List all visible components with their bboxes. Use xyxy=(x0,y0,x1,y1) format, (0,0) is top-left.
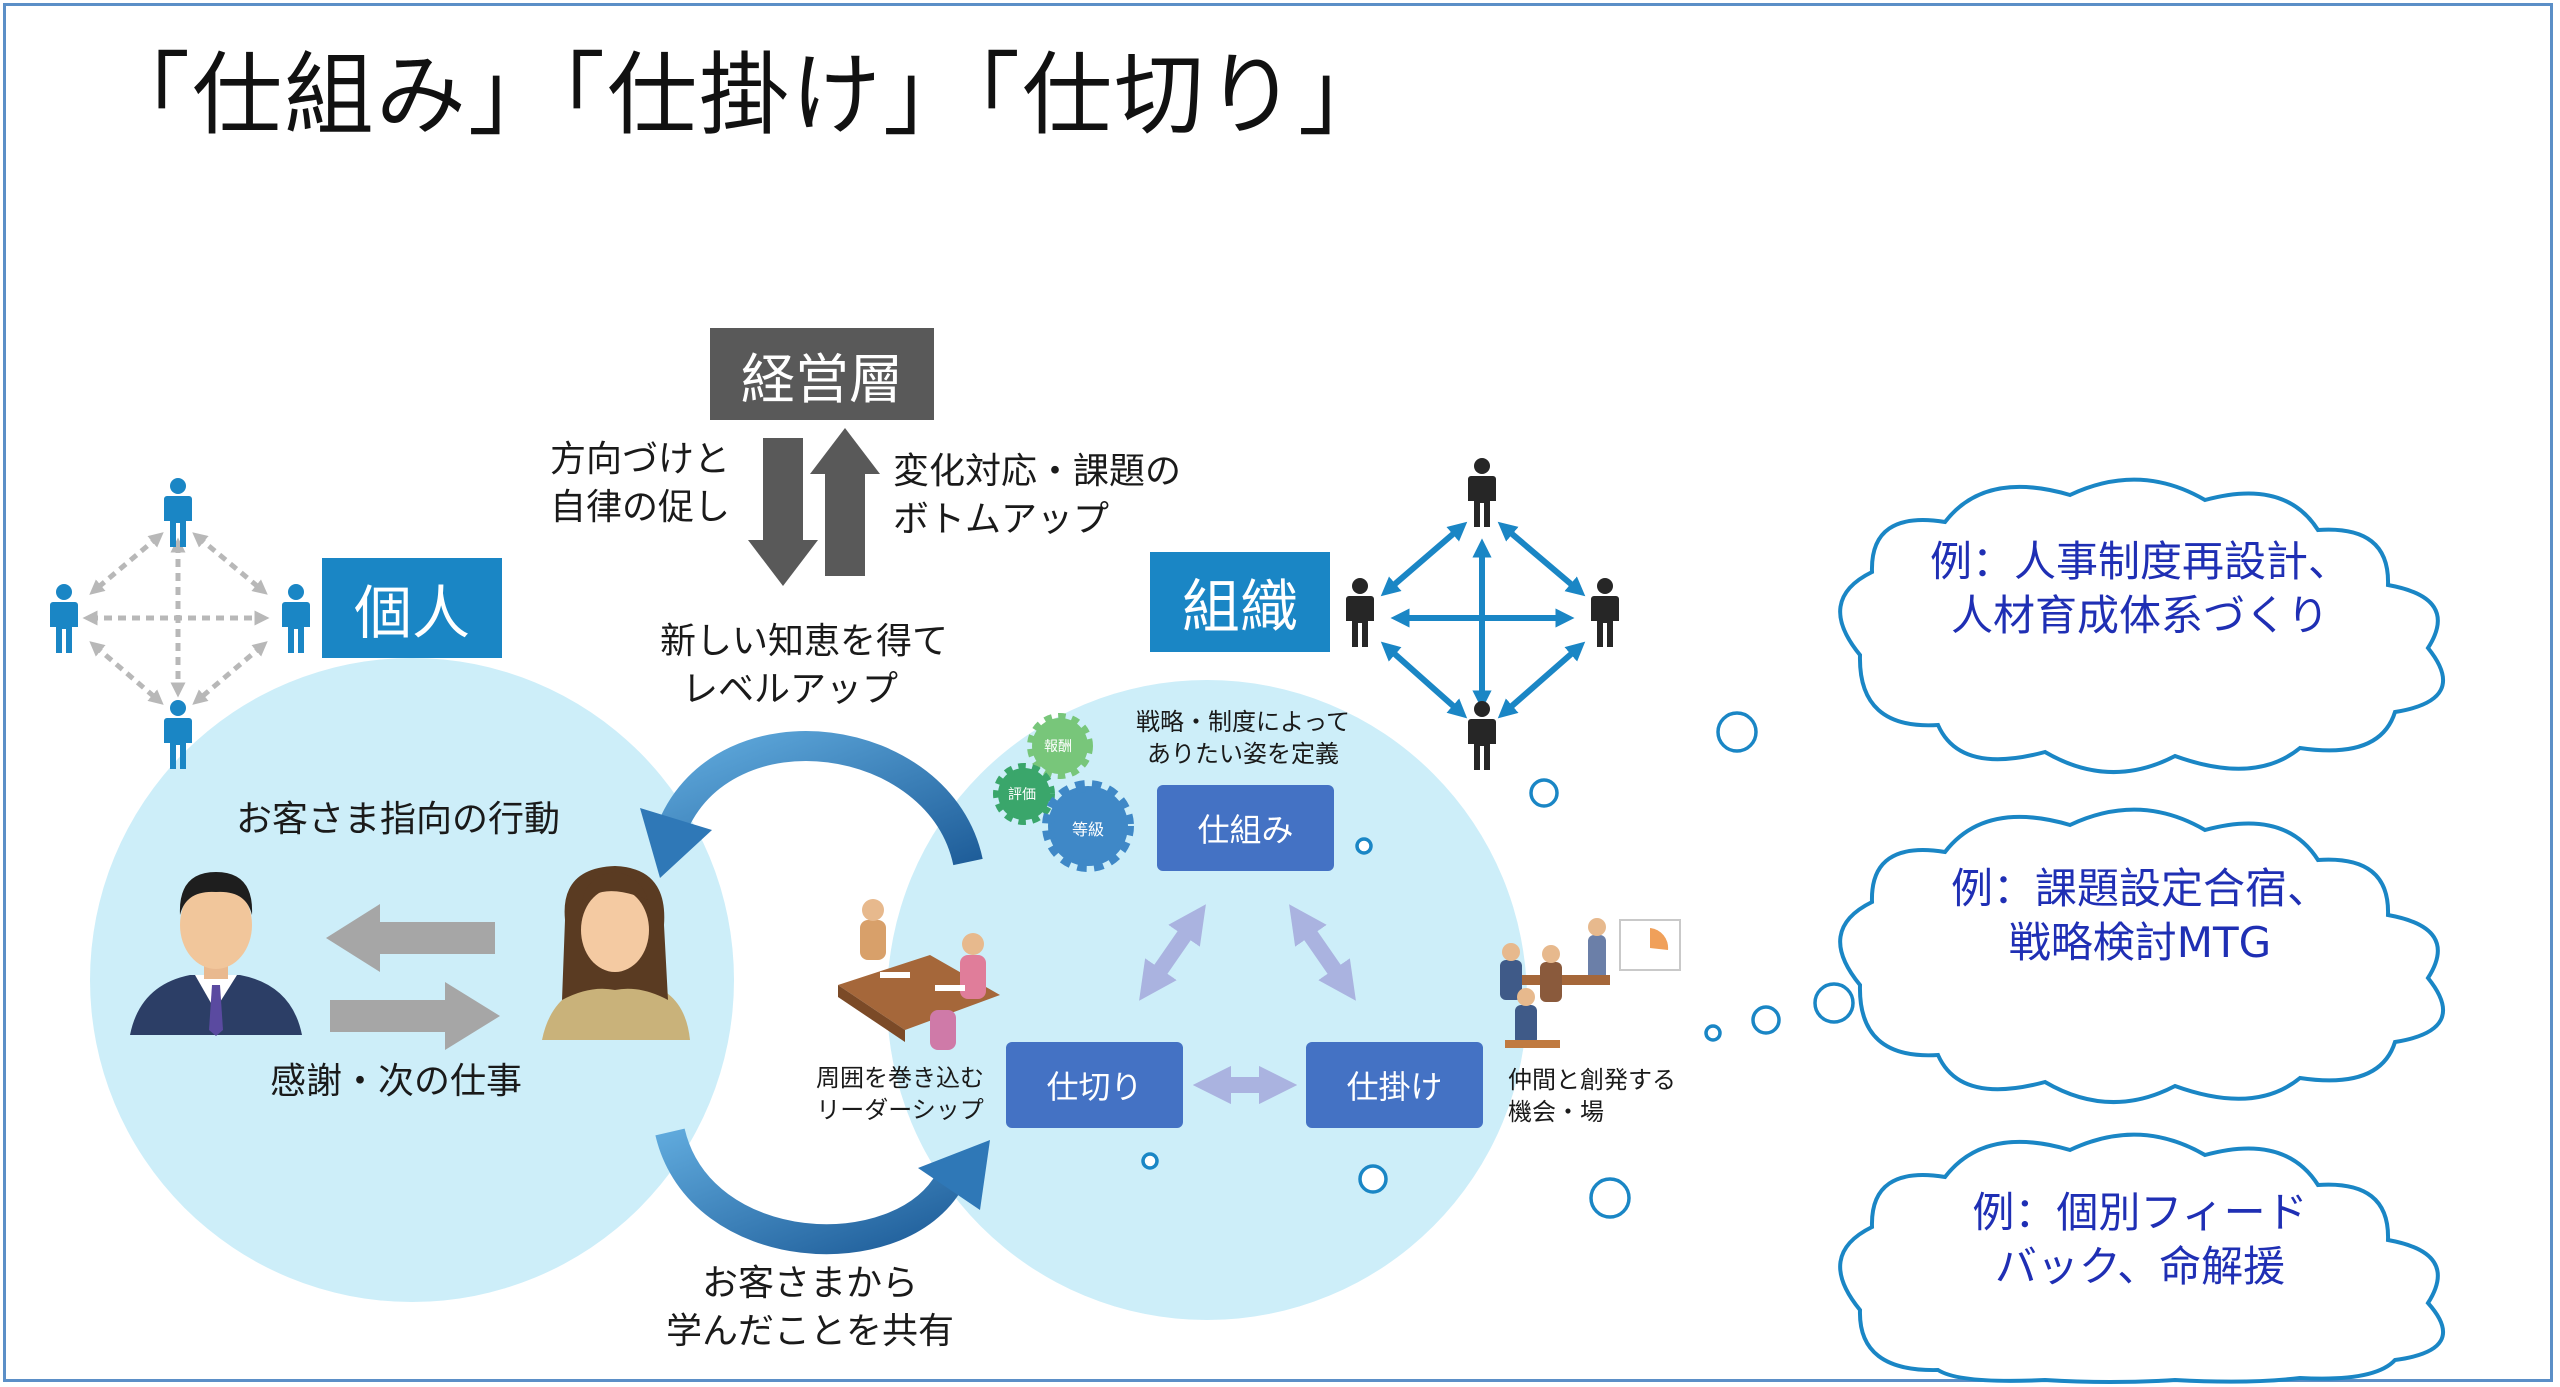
gear-icon-reward xyxy=(1027,713,1093,779)
cloud-1-line-1: 例：人事制度再設計、 xyxy=(1929,537,2350,586)
opportunity-line-1: 仲間と創発する xyxy=(1508,1066,1676,1094)
leadership-line-2: リーダーシップ xyxy=(816,1096,984,1124)
direction-label: 方向づけと 自律の促し xyxy=(550,436,730,532)
cycle-arrow-top-head xyxy=(640,808,712,878)
share-line-1: お客さまから xyxy=(701,1263,918,1304)
arrow-shikumi-shikiri xyxy=(1139,904,1206,1001)
share-label: お客さまから 学んだことを共有 xyxy=(650,1260,970,1356)
cycle-arrow-bottom-head xyxy=(918,1140,990,1210)
person-icon xyxy=(1468,701,1496,770)
cloud-3-line-2: バック、命解援 xyxy=(1994,1242,2286,1291)
bottomup-label: 変化対応・課題の ボトムアップ xyxy=(893,448,1181,544)
shikumi-box: 仕組み xyxy=(1157,785,1334,871)
arrow-to-staff xyxy=(330,982,500,1050)
thought-bubbles xyxy=(1141,711,1855,1219)
cloud-text-3: 例：個別フィード バック、命解援 xyxy=(1900,1186,2380,1294)
meeting-illustration xyxy=(838,899,1000,1050)
strategy-line-1: 戦略・制度によって xyxy=(1135,708,1351,736)
slide-frame xyxy=(3,3,2553,1382)
organization-tag: 組織 xyxy=(1150,552,1330,652)
customer-action-label: お客さま指向の行動 xyxy=(236,799,561,840)
leadership-line-1: 周囲を巻き込む xyxy=(816,1064,984,1092)
strategy-line-2: ありたい姿を定義 xyxy=(1147,740,1339,768)
person-icon xyxy=(1591,578,1619,647)
opportunity-label: 仲間と創発する 機会・場 xyxy=(1508,1064,1676,1128)
person-icon xyxy=(1346,578,1374,647)
gear-icon-grade xyxy=(1042,780,1134,872)
bottomup-line-1: 変化対応・課題の xyxy=(893,451,1182,492)
gear-label-grade: 等級 xyxy=(1072,820,1105,839)
arrow-shikumi-shikake xyxy=(1289,904,1356,1001)
management-down-arrow xyxy=(748,438,818,586)
businessman-illustration xyxy=(130,872,302,1036)
cloud-shape xyxy=(1838,477,2446,774)
cloud-shape xyxy=(1838,1132,2446,1384)
shikiri-box: 仕切り xyxy=(1006,1042,1183,1128)
bottomup-line-2: ボトムアップ xyxy=(893,499,1110,540)
leadership-label: 周囲を巻き込む リーダーシップ xyxy=(800,1062,1000,1126)
individual-circle xyxy=(90,658,734,1302)
strategy-label: 戦略・制度によって ありたい姿を定義 xyxy=(1128,706,1358,770)
opportunity-line-2: 機会・場 xyxy=(1508,1098,1604,1126)
cloud-2-line-2: 戦略検討MTG xyxy=(2008,918,2272,967)
cloud-1-line-2: 人材育成体系づくり xyxy=(1950,591,2329,640)
person-icon xyxy=(50,584,78,653)
cloud-text-1: 例：人事制度再設計、 人材育成体系づくり xyxy=(1900,535,2380,643)
cloud-text-2: 例：課題設定合宿、 戦略検討MTG xyxy=(1900,862,2380,970)
shikake-box: 仕掛け xyxy=(1306,1042,1483,1128)
individual-tag: 個人 xyxy=(322,558,502,658)
management-tag: 経営層 xyxy=(710,328,934,420)
cloud-3-line-1: 例：個別フィード xyxy=(1972,1188,2308,1237)
gratitude-label: 感謝・次の仕事 xyxy=(270,1061,523,1102)
levelup-label: 新しい知恵を得て レベルアップ xyxy=(660,618,949,714)
share-line-2: 学んだことを共有 xyxy=(665,1311,954,1352)
businesswoman-illustration xyxy=(542,866,690,1040)
person-icon xyxy=(164,478,192,547)
management-up-arrow xyxy=(810,428,880,576)
direction-line-1: 方向づけと xyxy=(550,439,731,480)
cycle-arrow-top xyxy=(658,731,983,866)
page-title: 「仕組み」「仕掛け」「仕切り」 xyxy=(100,43,1390,148)
cloud-shape xyxy=(1838,807,2446,1104)
levelup-line-1: 新しい知恵を得て xyxy=(660,621,949,662)
gear-label-evaluation: 評価 xyxy=(1008,787,1036,803)
individual-network xyxy=(82,532,270,705)
direction-line-2: 自律の促し xyxy=(550,487,731,528)
gear-icon-evaluation xyxy=(993,763,1055,825)
cycle-arrow-bottom xyxy=(655,1127,964,1255)
levelup-line-2: レベルアップ xyxy=(681,669,898,710)
person-icon xyxy=(282,584,310,653)
person-icon xyxy=(1468,458,1496,527)
gear-label-reward: 報酬 xyxy=(1044,739,1072,755)
cloud-2-line-1: 例：課題設定合宿、 xyxy=(1950,864,2329,913)
organization-network xyxy=(1380,521,1586,719)
presentation-illustration xyxy=(1500,918,1681,1048)
arrow-to-customer xyxy=(326,904,495,972)
